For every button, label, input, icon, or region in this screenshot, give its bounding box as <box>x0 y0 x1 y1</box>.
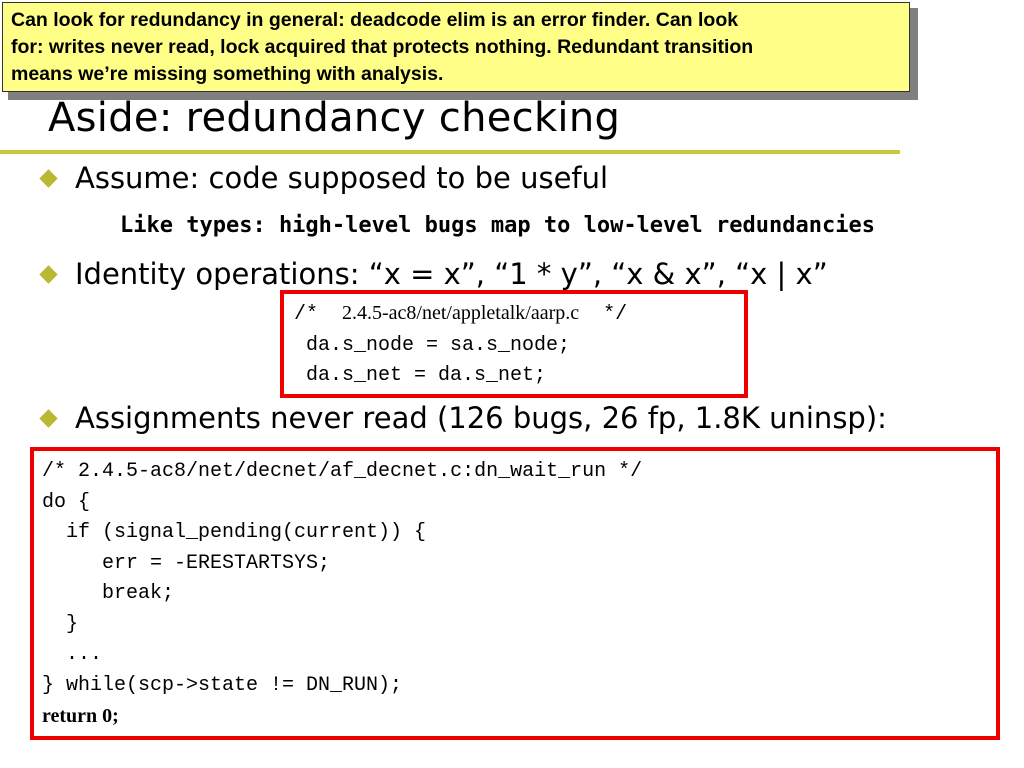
diamond-bullet-icon <box>39 168 58 188</box>
code-line: do { <box>42 490 91 514</box>
bullet-assume: Assume: code supposed to be useful <box>39 158 609 198</box>
code-line: da.s_node = sa.s_node; <box>294 333 571 357</box>
note-line: for: writes never read, lock acquired th… <box>11 36 754 58</box>
diamond-bullet-icon <box>39 408 58 428</box>
callout-note: Can look for redundancy in general: dead… <box>2 2 910 92</box>
bullet-text: Assume: code supposed to be useful <box>75 161 609 195</box>
note-line: means we’re missing something with analy… <box>11 63 444 85</box>
code-line: } while(scp->state != DN_RUN); <box>42 673 403 697</box>
bullet-identity-ops: Identity operations: “x = x”, “1 * y”, “… <box>39 254 828 294</box>
comment-close: */ <box>579 303 628 326</box>
code-comment-line: /* 2.4.5-ac8/net/appletalk/aarp.c */ <box>294 298 627 331</box>
code-line: break; <box>42 582 175 605</box>
code-line: ... <box>42 643 103 666</box>
comment-path: 2.4.5-ac8/net/appletalk/aarp.c <box>342 302 580 324</box>
slide-title: Aside: redundancy checking <box>48 95 621 141</box>
bullet-assignments: Assignments never read (126 bugs, 26 fp,… <box>39 398 887 438</box>
sub-bullet: Like types: high-level bugs map to low-l… <box>120 213 875 238</box>
code-line: if (signal_pending(current)) { <box>42 521 427 544</box>
title-underline <box>0 150 900 154</box>
diamond-bullet-icon <box>39 264 58 284</box>
code-line-return: return 0; <box>42 705 119 727</box>
code-line: /* 2.4.5-ac8/net/decnet/af_decnet.c:dn_w… <box>42 460 643 483</box>
code-line: da.s_net = da.s_net; <box>294 364 547 387</box>
code-line: } <box>42 612 79 636</box>
comment-open: /* <box>294 303 343 326</box>
code-box-aarp: /* 2.4.5-ac8/net/appletalk/aarp.c */ da.… <box>280 290 748 398</box>
code-line: err = -ERESTARTSYS; <box>42 551 331 575</box>
bullet-text: Assignments never read (126 bugs, 26 fp,… <box>75 401 887 435</box>
code-box-decnet: /* 2.4.5-ac8/net/decnet/af_decnet.c:dn_w… <box>30 447 1000 740</box>
note-line: Can look for redundancy in general: dead… <box>11 9 739 31</box>
bullet-text: Identity operations: “x = x”, “1 * y”, “… <box>75 257 828 291</box>
